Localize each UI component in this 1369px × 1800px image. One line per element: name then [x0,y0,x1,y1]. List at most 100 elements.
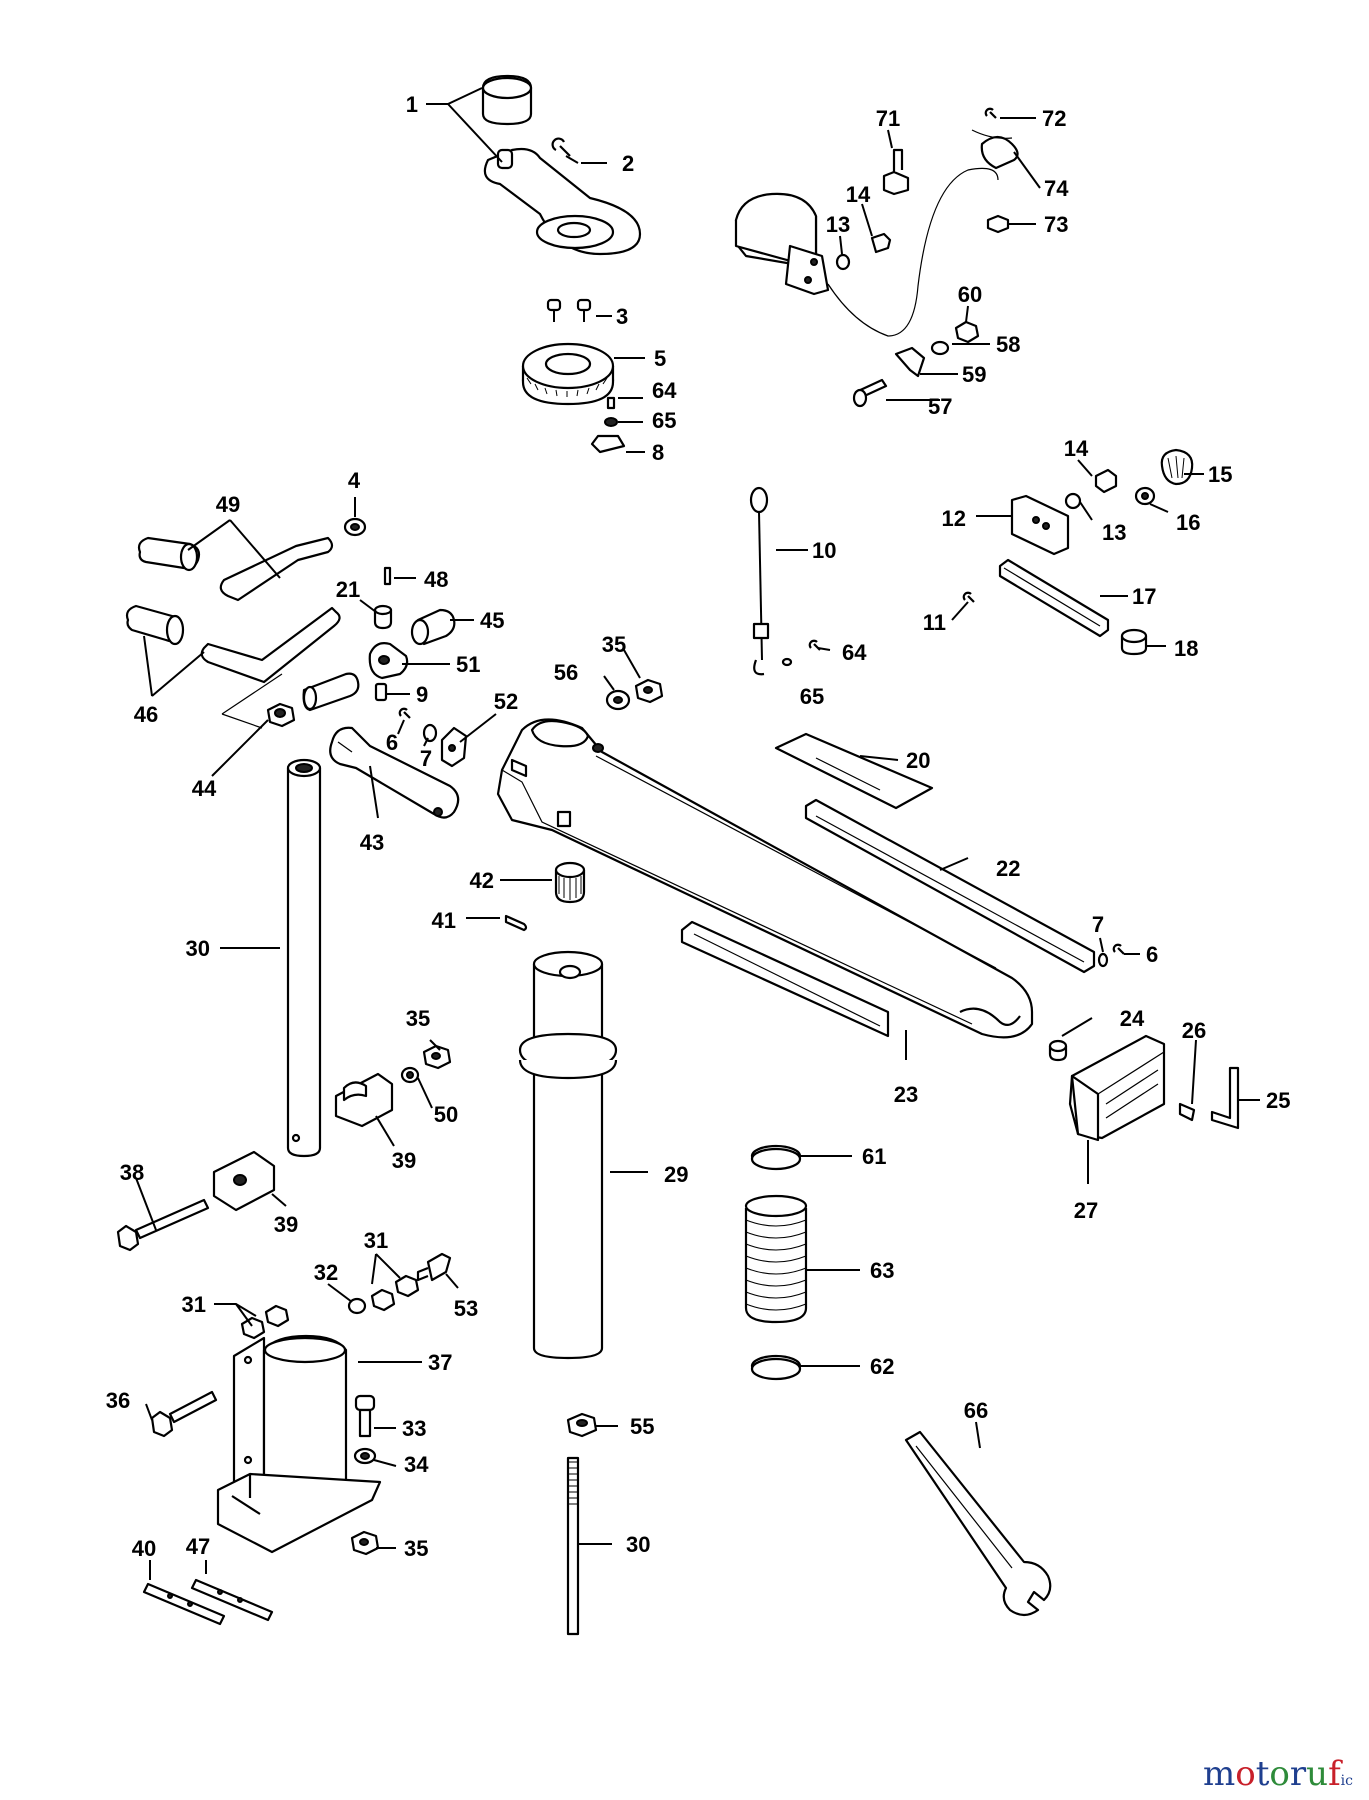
part-63-bellows [744,1194,808,1324]
label-34: 34 [404,1452,429,1477]
label-63: 63 [870,1258,894,1283]
leader-lines [135,87,1260,1580]
label-45: 45 [480,608,504,633]
label-48: 48 [424,567,448,592]
label-9: 9 [416,682,428,707]
watermark-letter: o [1235,1754,1256,1794]
part-30-column-tube [286,758,322,1158]
part-27-end-cap [1068,1034,1166,1142]
label-62: 62 [870,1354,894,1379]
part-23-rail-strip [680,920,890,1038]
part-39-clamp-upper [334,1072,394,1128]
label-18: 18 [1174,636,1198,661]
part-66-wrench [904,1430,1052,1617]
label-30-upper: 30 [186,936,210,961]
part-18-bushing [1120,628,1148,656]
part-46-handle-lower [125,604,341,684]
part-15-knob [1160,448,1194,486]
part-64-65-small [781,639,821,667]
label-37: 37 [428,1350,452,1375]
watermark-letter: o [1269,1754,1290,1794]
label-29: 29 [664,1162,688,1187]
watermark-letter: u [1306,1754,1329,1794]
label-25: 25 [1266,1088,1290,1113]
watermark-suffix: ic [1340,1773,1353,1789]
label-20: 20 [906,748,930,773]
part-5-bevel-scale-ring [521,342,615,406]
part-cylinder-pin [302,672,360,712]
part-62-hose-clamp [750,1354,802,1381]
label-72: 72 [1042,106,1066,131]
label-1: 1 [406,92,418,117]
part-24-plug [1048,1039,1068,1062]
label-16: 16 [1176,510,1200,535]
watermark-letter: m [1203,1754,1236,1794]
label-13-mid: 13 [1102,520,1126,545]
part-39-clamp-lower [212,1150,276,1212]
part-14-screw-b [1094,468,1118,494]
part-74-cable-bracket [971,129,1019,170]
label-10: 10 [812,538,836,563]
part-1-crank-handle [481,74,642,256]
label-13-top: 13 [826,212,850,237]
label-31-left: 31 [182,1292,206,1317]
label-23: 23 [894,1082,918,1107]
label-24: 24 [1120,1006,1145,1031]
label-49: 49 [216,492,240,517]
label-21: 21 [336,577,360,602]
part-radial-arm [496,718,1034,1039]
part-22-rail-strip [804,798,1096,974]
part-36-bolt [150,1390,218,1438]
label-6-left: 6 [386,730,398,755]
part-38-bolt [116,1198,210,1252]
part-13-washer-b [1064,492,1082,510]
part-34-washer [353,1447,377,1465]
part-64-65-8-small-hardware [590,396,626,454]
part-13-14-screw-washer [835,232,892,271]
label-60: 60 [958,282,982,307]
label-7-right: 7 [1092,912,1104,937]
part-17-rail [998,558,1110,638]
part-55-nut [566,1412,598,1438]
label-32: 32 [314,1260,338,1285]
part-26-screw [1178,1102,1196,1122]
label-73: 73 [1044,212,1068,237]
label-41: 41 [432,908,456,933]
label-64-upper: 64 [652,378,677,403]
part-44-nut [266,702,296,728]
label-47: 47 [186,1534,210,1559]
label-65-mid: 65 [800,684,824,709]
watermark-letter: r [1289,1754,1307,1794]
part-42-knob [554,861,586,904]
label-64-mid: 64 [842,640,867,665]
part-73-nut [986,214,1010,234]
label-38: 38 [120,1160,144,1185]
label-14-top: 14 [846,182,871,207]
label-7-left: 7 [420,746,432,771]
part-51-lock-lever [368,642,409,680]
label-27: 27 [1074,1198,1098,1223]
part-10-rod [749,486,770,676]
part-35-nut [634,678,664,704]
label-61: 61 [862,1144,886,1169]
part-16-washer [1134,486,1156,506]
part-31-32-nuts [240,1252,452,1340]
watermark-letter: t [1255,1754,1270,1794]
part-43-lock-bracket [329,726,460,819]
part-52-clip [440,726,468,768]
label-11: 11 [923,610,946,635]
part-56-washer [605,689,631,711]
part-4-washer [343,517,367,537]
label-46: 46 [134,702,158,727]
part-30-threaded-rod [566,1456,580,1636]
part-45-knob-pin [410,608,456,646]
part-21-collar [373,604,393,630]
label-8: 8 [652,440,664,465]
part-6-7-screw-washer [398,707,438,743]
label-35-top: 35 [602,632,626,657]
part-blade-guard-assembly [734,167,999,337]
part-49-handle-upper [137,536,334,602]
part-29-column-sleeve [518,950,618,1360]
label-33: 33 [402,1416,426,1441]
